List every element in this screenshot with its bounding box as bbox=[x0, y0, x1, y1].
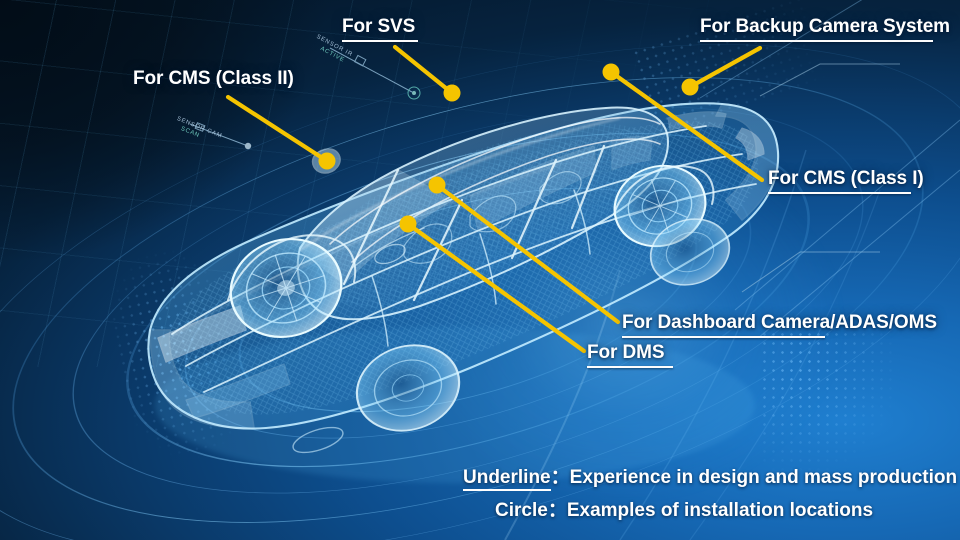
callout-underline-svs bbox=[342, 40, 418, 42]
legend-row-underline: Underline：Experience in design and mass … bbox=[463, 462, 958, 491]
callout-dot-dms bbox=[399, 215, 417, 233]
legend-description-underline: Experience in design and mass production bbox=[569, 467, 958, 488]
callout-label-dashboard-camera-adas-oms: For Dashboard Camera/ADAS/OMS bbox=[622, 312, 937, 338]
callout-dot-svs bbox=[443, 84, 461, 102]
callout-underline-cms-class-1 bbox=[768, 192, 911, 194]
callout-label-backup-camera-system: For Backup Camera System bbox=[700, 16, 950, 42]
legend-term-underline: Underline bbox=[463, 467, 551, 491]
halftone-dots-right bbox=[760, 330, 960, 540]
legend-separator-circle: ： bbox=[547, 500, 567, 521]
legend-separator-underline: ： bbox=[550, 467, 570, 488]
callout-label-text-cms-class-1: For CMS (Class I) bbox=[768, 168, 924, 189]
callout-line-dashboard-camera-adas-oms bbox=[434, 182, 621, 325]
callout-label-text-backup-camera-system: For Backup Camera System bbox=[700, 16, 950, 37]
legend-description-circle: Examples of installation locations bbox=[566, 500, 874, 521]
legend-row-circle: Circle：Examples of installation location… bbox=[495, 495, 873, 522]
callout-dot-backup-camera-system bbox=[681, 78, 699, 96]
callout-label-text-svs: For SVS bbox=[342, 16, 416, 37]
callout-label-text-dashboard-camera-adas-oms: For Dashboard Camera/ADAS/OMS bbox=[622, 312, 937, 333]
callout-label-text-cms-class-2: For CMS (Class II) bbox=[133, 68, 294, 89]
callout-line-cms-class-2 bbox=[225, 94, 330, 164]
callout-label-svs: For SVS bbox=[342, 16, 418, 42]
callout-line-svs bbox=[392, 44, 455, 96]
callout-underline-dashboard-camera-adas-oms bbox=[622, 336, 825, 338]
callout-label-text-dms: For DMS bbox=[587, 342, 665, 363]
callout-dot-cms-class-1 bbox=[602, 63, 620, 81]
callout-underline-dms bbox=[587, 366, 673, 368]
callout-dot-dashboard-camera-adas-oms bbox=[428, 176, 446, 194]
callout-label-cms-class-2: For CMS (Class II) bbox=[133, 68, 294, 90]
callout-line-cms-class-1 bbox=[608, 69, 765, 183]
callout-line-backup-camera-system bbox=[687, 45, 763, 90]
callout-label-cms-class-1: For CMS (Class I) bbox=[768, 168, 924, 194]
callout-underline-backup-camera-system bbox=[700, 40, 933, 42]
callout-label-dms: For DMS bbox=[587, 342, 673, 368]
callout-dot-cms-class-2 bbox=[318, 152, 336, 170]
callout-line-dms bbox=[405, 221, 587, 354]
legend-term-circle: Circle bbox=[495, 500, 548, 521]
